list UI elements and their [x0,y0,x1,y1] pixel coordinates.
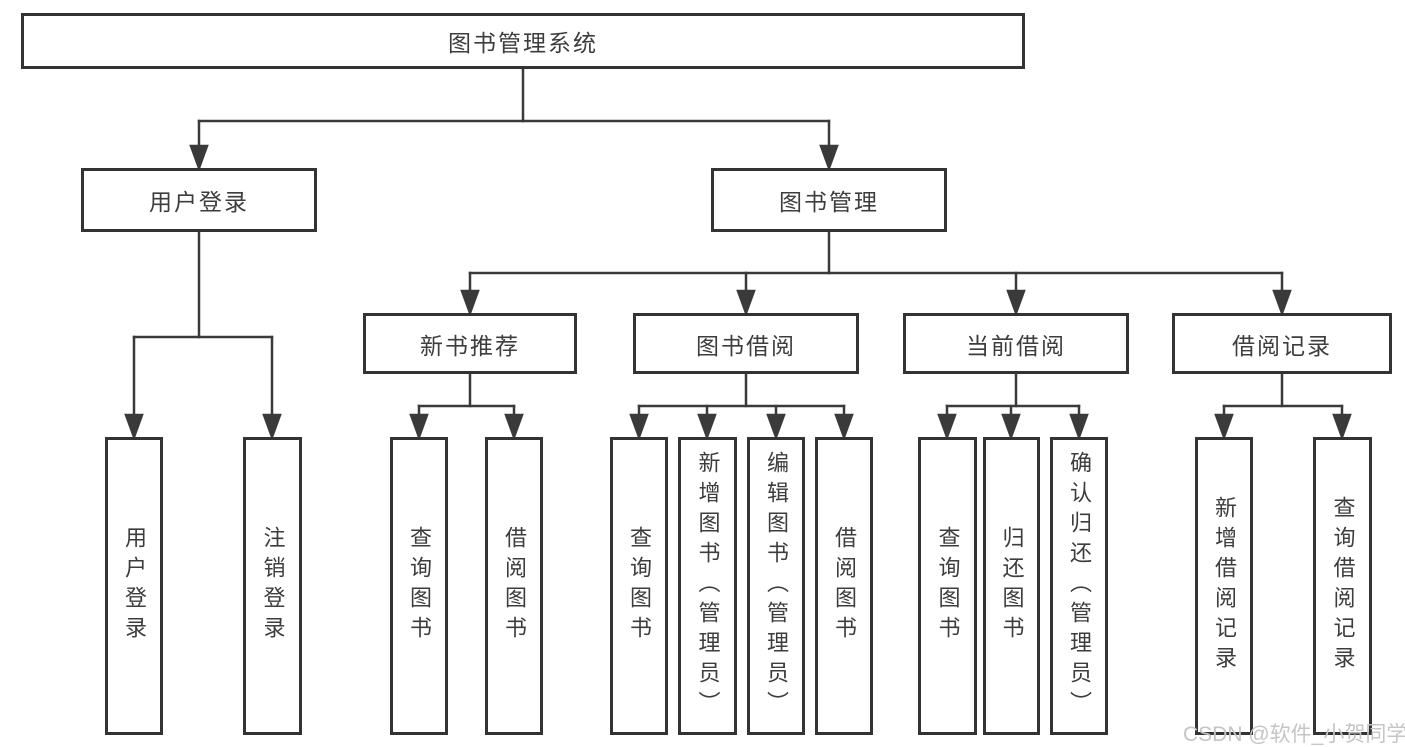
edge-borrow-records-to-leaves [1214,372,1352,441]
edge-current-borrow-to-leaves [937,372,1089,441]
leaf-logout: 注销登录 [243,437,302,735]
leaf-records-add-borrow-record: 新增借阅记录 [1195,437,1253,735]
leaf-borrow-query-books: 查询图书 [610,437,668,735]
csdn-watermark: CSDN @软件_小贺同学 [1183,723,1405,746]
node-book-management: 图书管理 [711,168,947,232]
node-user-login: 用户登录 [81,168,317,232]
node-current-borrow: 当前借阅 [903,313,1129,374]
edge-new-book-to-leaves [409,372,524,441]
leaf-borrow-borrow-books: 借阅图书 [815,437,873,735]
leaf-user-login: 用户登录 [105,437,163,735]
leaf-newbook-query-books: 查询图书 [390,437,448,735]
leaf-current-confirm-return-admin: 确认归还（管理员） [1050,437,1108,735]
leaf-borrow-edit-books-admin: 编辑图书（管理员） [747,437,805,735]
leaf-current-query-books: 查询图书 [918,437,977,735]
leaf-current-return-books: 归还图书 [983,437,1040,735]
leaf-borrow-add-books-admin: 新增图书（管理员） [678,437,737,735]
leaf-newbook-borrow-books: 借阅图书 [485,437,543,735]
node-library-management-system: 图书管理系统 [21,13,1025,69]
leaf-records-query-borrow-record: 查询借阅记录 [1313,437,1372,735]
edge-user-login-to-leaves [124,230,282,441]
node-borrow-records: 借阅记录 [1172,313,1392,374]
node-new-book-recommend: 新书推荐 [363,313,577,374]
edge-book-management-to-level3 [460,230,1292,317]
edge-book-borrow-to-leaves [629,372,854,441]
node-book-borrow: 图书借阅 [633,313,859,374]
edge-root-to-level2 [189,67,839,172]
